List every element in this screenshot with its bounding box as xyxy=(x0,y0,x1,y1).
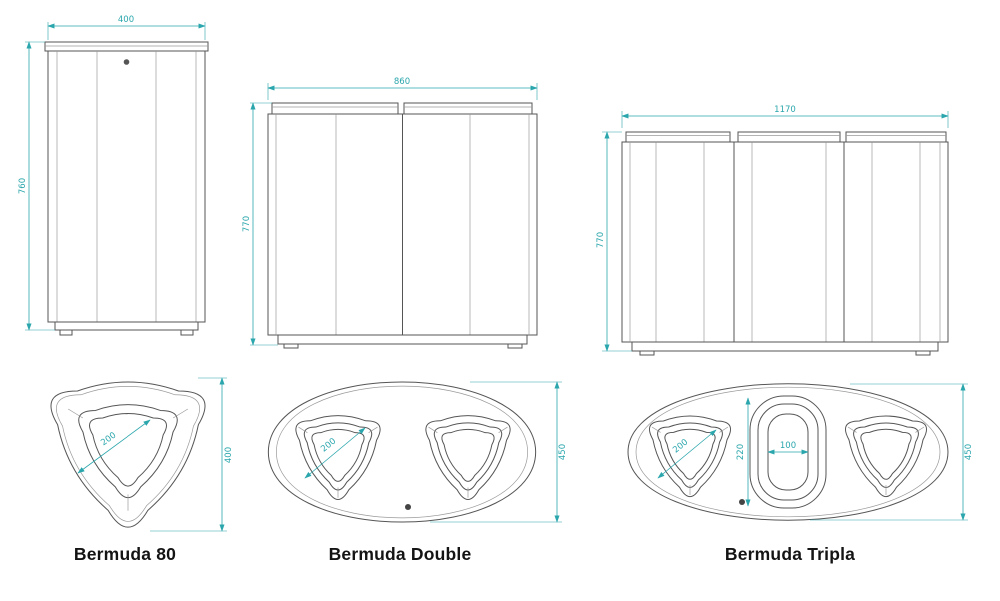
product-label-bermuda-double: Bermuda Double xyxy=(328,544,472,564)
bermuda-double-front-view xyxy=(268,103,537,348)
bermuda-tripla-front-view xyxy=(622,132,948,355)
drain-detail xyxy=(739,499,745,505)
bermuda-80-front-width-dimension: 400 xyxy=(47,15,206,40)
bermuda-double-top-depth-dimension: 450 xyxy=(430,381,568,523)
bermuda-80-front-view xyxy=(45,42,208,335)
dim-label-width: 1170 xyxy=(774,105,796,115)
dim-label-width: 400 xyxy=(118,15,134,25)
dim-label-depth: 400 xyxy=(224,447,234,463)
bermuda-80-top-view xyxy=(50,381,206,528)
product-label-bermuda-80: Bermuda 80 xyxy=(73,544,177,564)
dim-label-depth: 450 xyxy=(964,444,974,460)
bermuda-double-top-view xyxy=(267,381,537,523)
bermuda-80-top-depth-dimension: 400 xyxy=(150,377,234,532)
dim-label-depth: 450 xyxy=(558,444,568,460)
dim-label-height: 770 xyxy=(242,216,252,232)
bermuda-tripla-front-height-dimension: 770 xyxy=(596,131,632,352)
dim-label-opening: 200 xyxy=(319,436,338,454)
bermuda-double-opening-dimension: 200 xyxy=(304,427,366,479)
product-label-bermuda-tripla: Bermuda Tripla xyxy=(724,544,856,564)
bermuda-tripla-center-opening-dimension: 100 xyxy=(767,441,809,455)
bermuda-80-front-height-dimension: 760 xyxy=(18,41,55,331)
bermuda-double-front-height-dimension: 770 xyxy=(242,102,278,346)
drain-detail xyxy=(405,504,411,510)
bermuda-tripla-top-depth-dimension: 450 xyxy=(810,383,974,521)
bermuda-80-opening-dimension: 200 xyxy=(77,419,151,474)
dim-label-height: 770 xyxy=(596,232,606,248)
dim-label-width: 860 xyxy=(394,77,410,87)
dim-label-center-width: 220 xyxy=(736,444,746,460)
bermuda-tripla-front-width-dimension: 1170 xyxy=(621,105,949,128)
dim-label-opening: 200 xyxy=(671,437,690,455)
bermuda-tripla-center-width-dimension: 220 xyxy=(736,397,751,507)
lock-detail xyxy=(123,59,130,65)
dim-label-height: 760 xyxy=(18,178,28,194)
bermuda-double-front-width-dimension: 860 xyxy=(267,77,538,100)
dim-label-center-opening: 100 xyxy=(780,441,796,451)
